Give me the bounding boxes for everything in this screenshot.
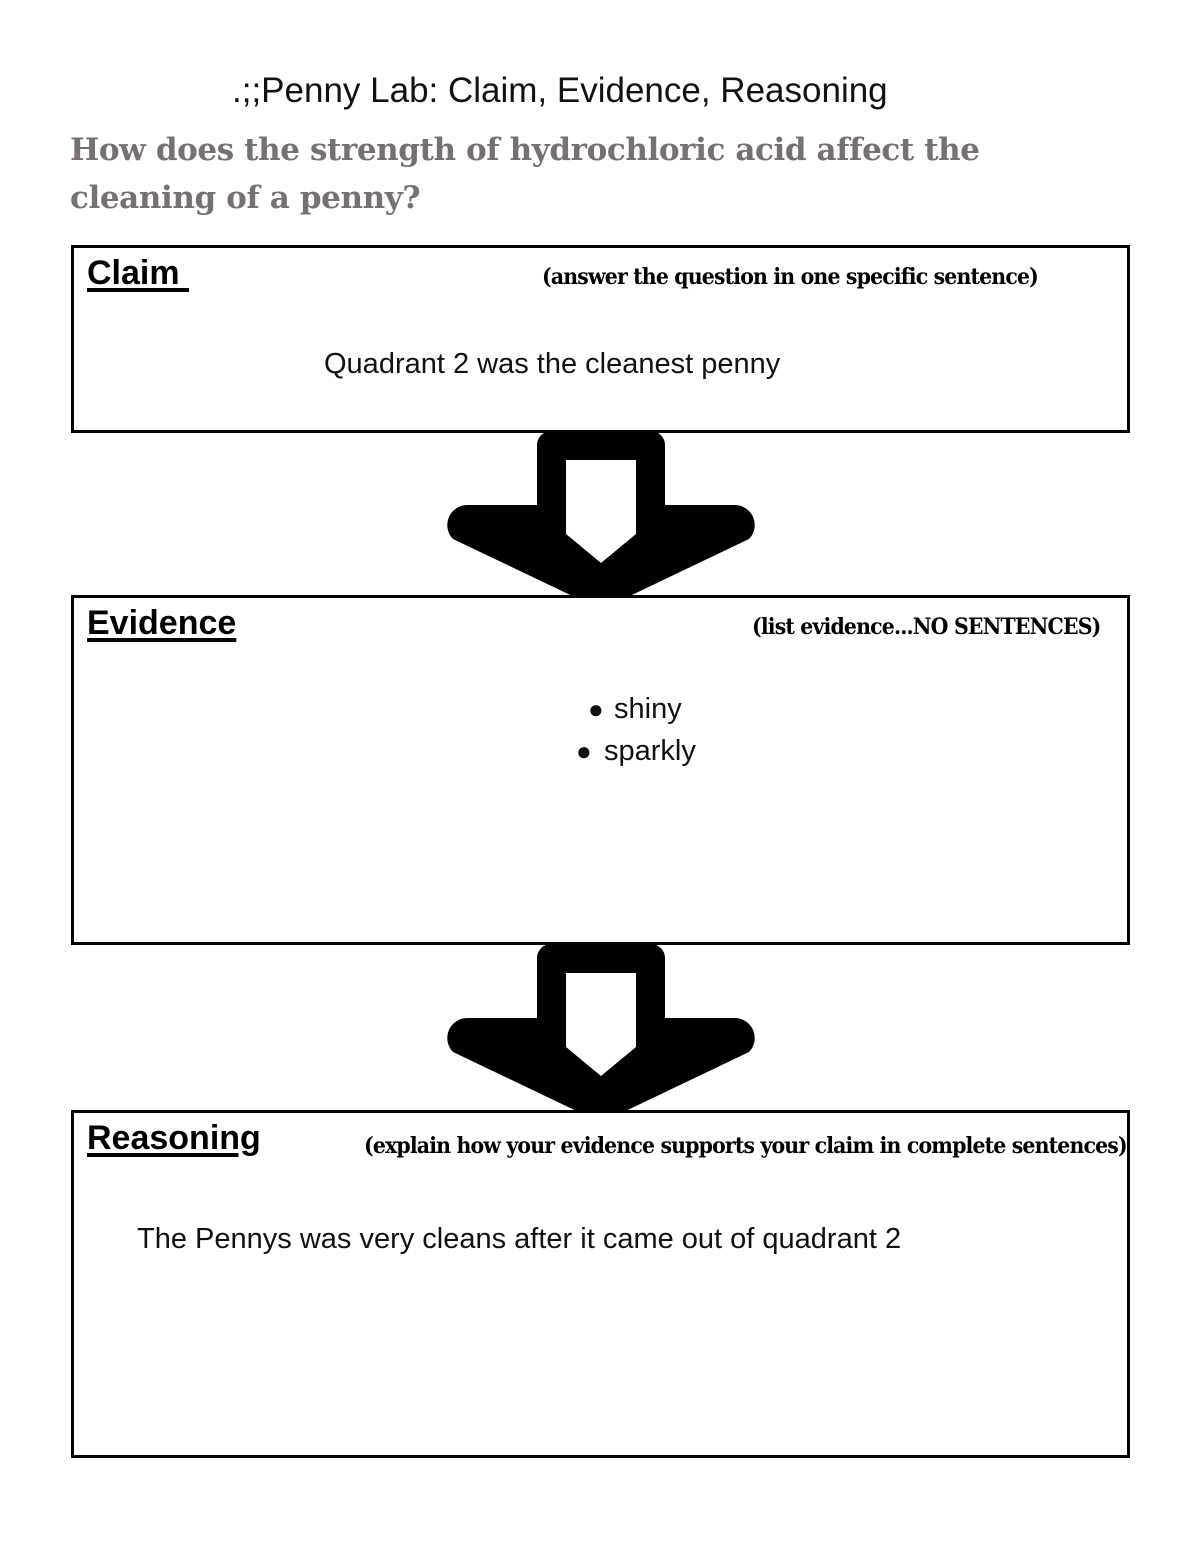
evidence-label: Evidence (87, 604, 237, 642)
evidence-item-text: sparkly (604, 735, 696, 767)
page-title: .;;Penny Lab: Claim, Evidence, Reasoning (232, 71, 888, 110)
reasoning-label: Reasoning (87, 1119, 261, 1157)
lab-question: How does the strength of hydrochloric ac… (70, 132, 980, 217)
claim-answer[interactable]: Quadrant 2 was the cleanest penny (324, 348, 781, 380)
evidence-header: Evidence (list evidence...NO SENTENCES) (74, 598, 1127, 650)
claim-label: Claim (87, 254, 190, 292)
claim-hint: (answer the question in one specific sen… (542, 264, 1039, 290)
evidence-list[interactable]: ● shiny ● sparkly (554, 688, 696, 772)
bullet-icon: ● (576, 736, 592, 766)
list-item[interactable]: ● shiny (582, 688, 696, 730)
arrow-down-icon (443, 930, 759, 1132)
evidence-item-text: shiny (614, 693, 682, 725)
claim-box: Claim (answer the question in one specif… (71, 245, 1130, 433)
list-item[interactable]: ● sparkly (576, 730, 696, 772)
bullet-icon: ● (588, 694, 604, 724)
reasoning-box: Reasoning (explain how your evidence sup… (71, 1110, 1130, 1458)
reasoning-header: Reasoning (explain how your evidence sup… (74, 1113, 1128, 1165)
evidence-hint: (list evidence...NO SENTENCES) (752, 614, 1101, 640)
reasoning-hint: (explain how your evidence supports your… (364, 1133, 1128, 1159)
claim-header: Claim (answer the question in one specif… (74, 248, 1127, 300)
evidence-box: Evidence (list evidence...NO SENTENCES) … (71, 595, 1130, 945)
arrow-down-icon (443, 417, 759, 619)
reasoning-answer[interactable]: The Pennys was very cleans after it came… (137, 1223, 902, 1255)
